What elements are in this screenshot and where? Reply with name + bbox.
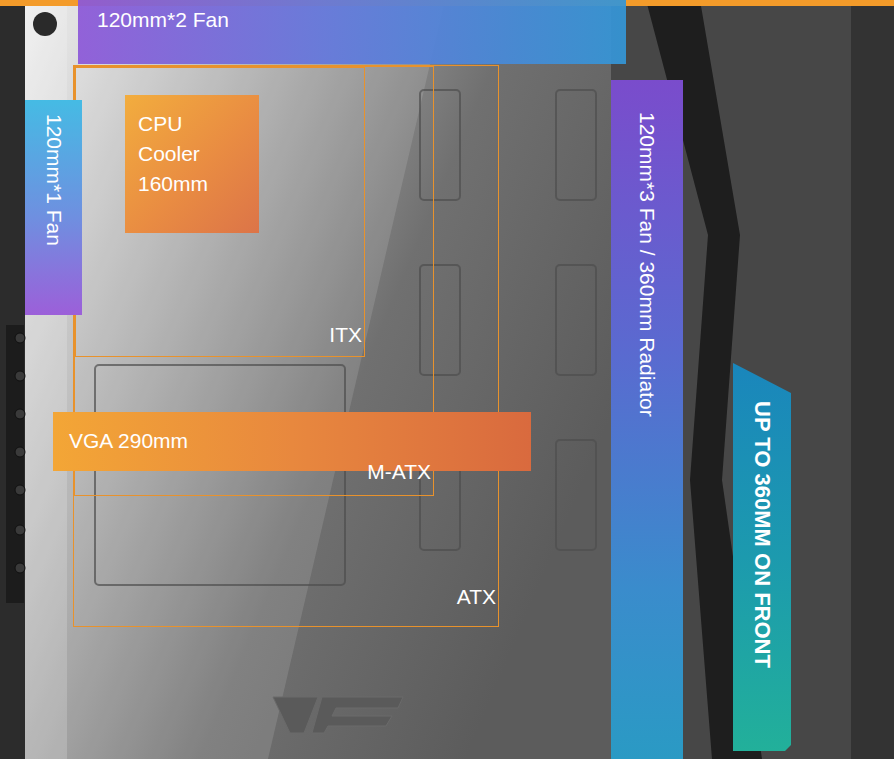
glass-reflection [25, 0, 445, 759]
board-tray [95, 365, 345, 585]
logo-mark [273, 697, 318, 733]
io-port [15, 447, 25, 457]
drive-bay [420, 265, 460, 375]
drive-bay [556, 90, 596, 200]
gpu-bar: VGA 290mm [53, 412, 531, 471]
case-edge [0, 0, 25, 759]
io-port [15, 525, 25, 535]
radiator-bar: 120mm*3 Fan / 360mm Radiator [611, 80, 683, 759]
screw [33, 12, 57, 36]
io-port [15, 409, 25, 419]
fan-mount-bar: 120mm*1 Fan [25, 100, 82, 315]
io-port [15, 333, 25, 343]
board-outline: ATX M-ATX ITX CPU Cooler 160mm [73, 65, 499, 627]
node-label: 120mm*3 Fan / 360mm Radiator [632, 112, 662, 417]
io-port [15, 485, 25, 495]
drive-bay [420, 90, 460, 200]
glass-panel [25, 0, 611, 759]
io-port [15, 563, 25, 573]
node-label: 120mm*2 Fan [97, 5, 229, 35]
board-outline: ITX CPU Cooler 160mm [75, 67, 365, 357]
case-side [851, 0, 894, 759]
node-label: ATX [457, 582, 496, 612]
drive-bay [556, 440, 596, 550]
node-label: VGA 290mm [69, 426, 188, 456]
logo-mark [312, 697, 403, 733]
node-label: M-ATX [367, 457, 431, 487]
node-label: UP TO 360MM ON FRONT [747, 401, 777, 668]
node-label: CPU Cooler 160mm [138, 109, 238, 199]
drive-bay [556, 265, 596, 375]
front-panel [611, 0, 851, 759]
front-badge: UP TO 360MM ON FRONT [733, 363, 791, 751]
cooler-box: CPU Cooler 160mm [125, 95, 259, 233]
node-label: ITX [329, 320, 362, 350]
node-label: 120mm*1 Fan [39, 114, 69, 246]
io-panel [6, 325, 24, 603]
io-port [15, 371, 25, 381]
fan-mount-bar: 120mm*2 Fan [78, 0, 626, 64]
